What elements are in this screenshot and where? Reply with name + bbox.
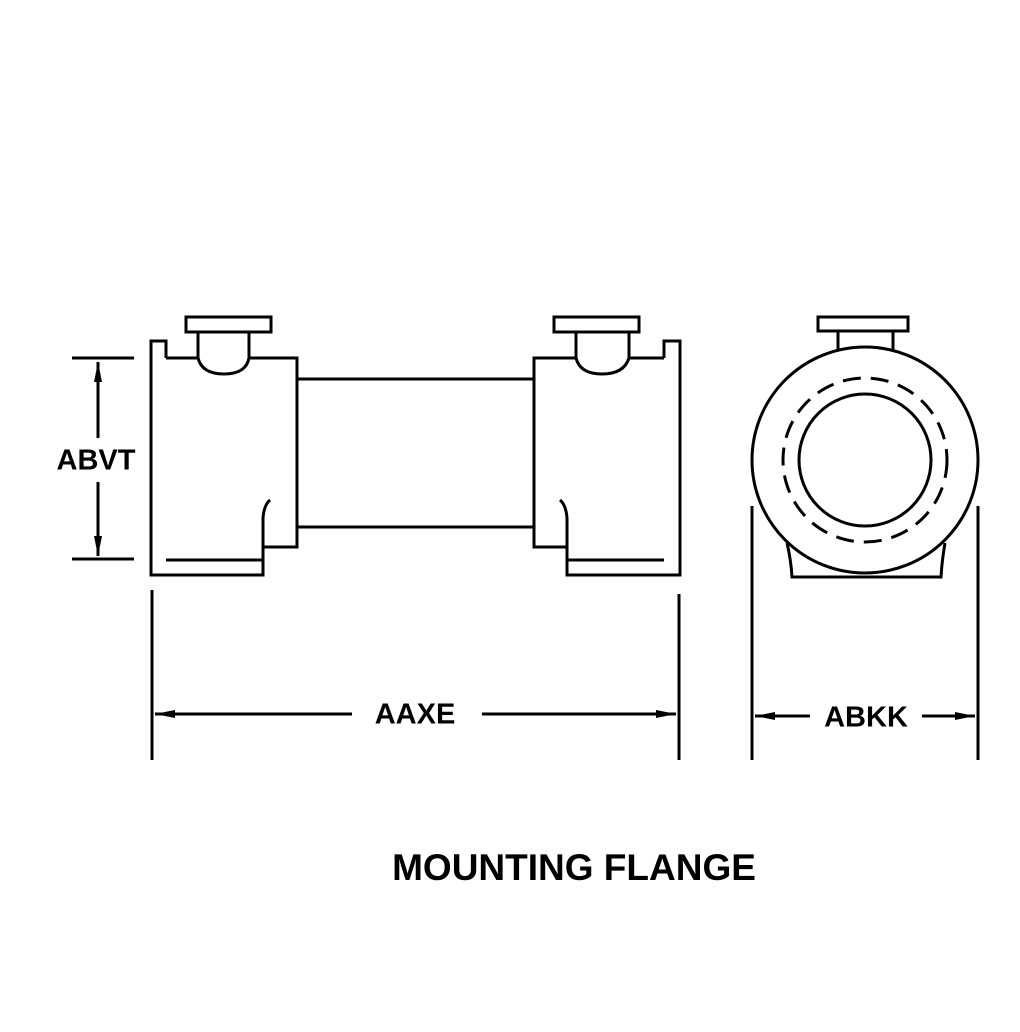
end-nozzle: [836, 331, 895, 350]
inner-bore: [797, 392, 933, 528]
dashed-circle: [781, 376, 949, 544]
dimension-label-abvt: ABVT: [56, 444, 136, 477]
dimension-label-abkk: ABKK: [824, 701, 908, 734]
dimension-abkk: [750, 506, 980, 760]
left-head: [166, 356, 299, 560]
shell-pipe: [297, 377, 534, 529]
drawing-title: MOUNTING FLANGE: [392, 847, 756, 888]
end-saddle: [785, 542, 947, 579]
outer-shell: [750, 345, 980, 575]
side-view: [149, 315, 682, 577]
dimension-abvt: [72, 356, 134, 561]
right-nozzle-flange: [552, 315, 641, 334]
dimension-aaxe: [150, 590, 681, 760]
right-head: [532, 356, 664, 560]
dimension-label-aaxe: AAXE: [374, 698, 456, 731]
end-nozzle-flange: [816, 315, 910, 333]
right-nozzle: [574, 332, 631, 376]
right-bracket: [565, 339, 682, 577]
end-view: [750, 315, 980, 579]
left-bracket: [149, 339, 265, 577]
left-nozzle-flange: [184, 315, 273, 334]
left-nozzle: [196, 332, 251, 376]
